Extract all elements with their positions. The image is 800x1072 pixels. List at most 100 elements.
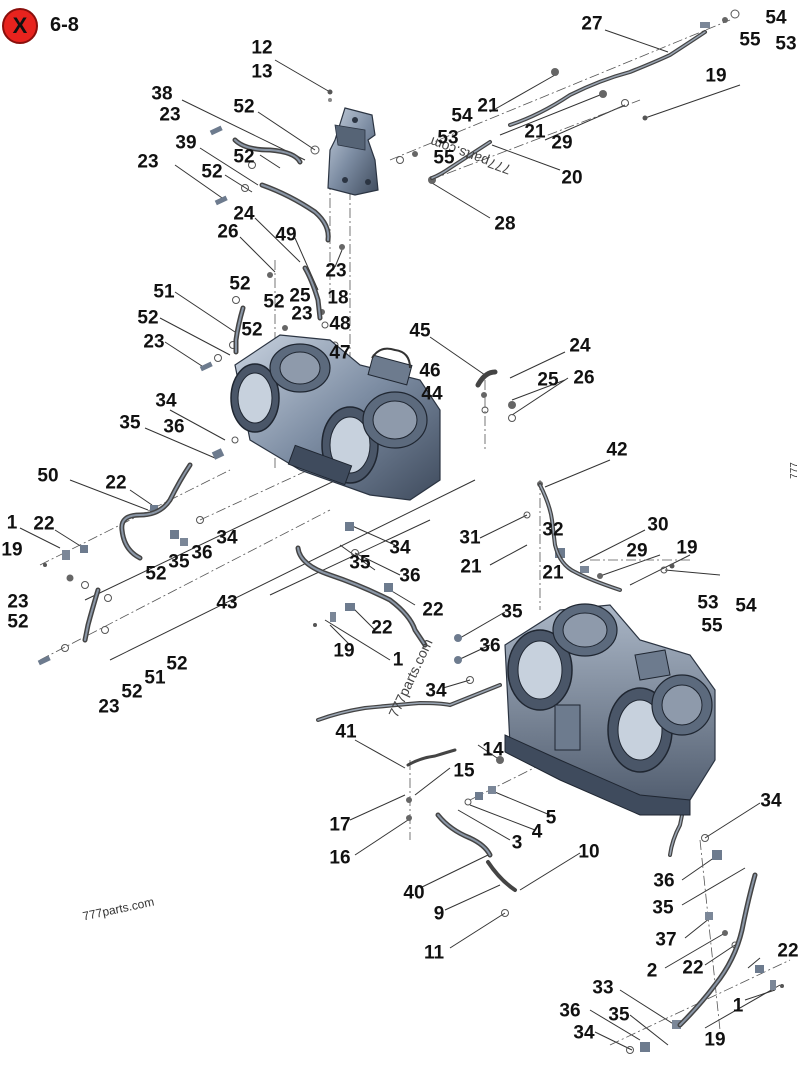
callout-number: 44	[421, 383, 443, 405]
callout-number: 29	[551, 132, 573, 154]
callout-number: 21	[460, 556, 482, 578]
lower-transmission-assembly	[504, 603, 716, 816]
callout-number: 35	[168, 551, 190, 573]
pump-housing	[327, 107, 379, 196]
callout-number: 52	[263, 291, 285, 313]
callout-number: 23	[98, 696, 120, 718]
callout-number: 49	[275, 224, 297, 246]
callout-number: 27	[581, 13, 603, 35]
callout-number: 25	[537, 369, 559, 391]
watermark-edge: 777	[788, 462, 800, 479]
callout-number: 53	[437, 127, 459, 149]
callout-number: 1	[392, 649, 404, 671]
callout-number: 48	[329, 313, 351, 335]
callout-number: 50	[37, 465, 59, 487]
callout-number: 43	[216, 592, 238, 614]
leader-lines	[19, 29, 781, 1051]
callout-number: 16	[329, 847, 351, 869]
callout-number: 52	[229, 273, 251, 295]
callout-number: 35	[349, 552, 371, 574]
callout-number: 53	[775, 33, 797, 55]
callout-number: 15	[453, 760, 475, 782]
callout-number: 4	[531, 821, 543, 843]
callout-number: 25	[289, 285, 311, 307]
callout-number: 11	[423, 942, 445, 964]
callout-number: 24	[569, 335, 591, 357]
callout-number: 35	[652, 897, 674, 919]
callout-number: 31	[459, 527, 481, 549]
close-icon[interactable]: X	[2, 8, 38, 44]
callout-number: 36	[653, 870, 675, 892]
callout-number: 29	[626, 540, 648, 562]
callout-number: 10	[578, 841, 600, 863]
callout-number: 39	[175, 132, 197, 154]
callout-number: 46	[419, 360, 441, 382]
section-badge: X	[2, 8, 42, 44]
callout-number: 18	[327, 287, 349, 309]
callout-number: 52	[166, 653, 188, 675]
callout-number: 55	[739, 29, 761, 51]
callout-number: 3	[511, 832, 523, 854]
callout-number: 26	[217, 221, 239, 243]
callout-number: 36	[559, 1000, 581, 1022]
callout-number: 41	[335, 721, 357, 743]
callout-number: 22	[105, 472, 127, 494]
callout-number: 36	[399, 565, 421, 587]
callout-number: 21	[542, 562, 564, 584]
callout-number: 24	[233, 203, 255, 225]
callout-number: 22	[422, 599, 444, 621]
callout-number: 26	[573, 367, 595, 389]
callout-number: 20	[561, 167, 583, 189]
callout-number: 28	[494, 213, 516, 235]
callout-number: 35	[119, 412, 141, 434]
page-range-label: 6-8	[50, 14, 79, 36]
callout-number: 19	[1, 539, 23, 561]
callout-number: 23	[291, 303, 313, 325]
callout-number: 35	[501, 601, 523, 623]
callout-number: 34	[760, 790, 782, 812]
callout-number: 52	[137, 307, 159, 329]
callout-number: 52	[121, 681, 143, 703]
callout-number: 54	[735, 595, 757, 617]
callout-number: 52	[201, 161, 223, 183]
callout-number: 51	[153, 281, 175, 303]
callout-number: 34	[389, 537, 411, 559]
callout-number: 36	[163, 416, 185, 438]
callout-number: 42	[606, 439, 628, 461]
callout-number: 12	[251, 37, 273, 59]
callout-number: 54	[765, 7, 787, 29]
callout-number: 23	[325, 260, 347, 282]
callout-number: 30	[647, 514, 669, 536]
callout-number: 45	[409, 320, 431, 342]
callout-number: 33	[592, 977, 614, 999]
callout-number: 19	[704, 1029, 726, 1051]
callout-number: 53	[697, 592, 719, 614]
callout-number: 34	[155, 390, 177, 412]
callout-number: 23	[159, 104, 181, 126]
callout-number: 22	[33, 513, 55, 535]
callout-number: 34	[425, 680, 447, 702]
callout-number: 54	[451, 105, 473, 127]
callout-number: 22	[777, 940, 799, 962]
callout-number: 23	[7, 591, 29, 613]
callout-number: 23	[137, 151, 159, 173]
callout-number: 35	[608, 1004, 630, 1026]
callout-number: 36	[479, 635, 501, 657]
callout-number: 34	[573, 1022, 595, 1044]
callout-number: 52	[7, 611, 29, 633]
callout-number: 52	[241, 319, 263, 341]
callout-number: 38	[151, 83, 173, 105]
callout-number: 52	[233, 146, 255, 168]
callout-number: 51	[144, 667, 166, 689]
callout-number: 19	[705, 65, 727, 87]
callout-number: 22	[682, 957, 704, 979]
hoses	[82, 30, 758, 1028]
callout-number: 23	[143, 331, 165, 353]
callout-number: 13	[251, 61, 273, 83]
callout-number: 55	[701, 615, 723, 637]
callout-number: 21	[477, 95, 499, 117]
callout-number: 1	[732, 995, 744, 1017]
callout-number: 17	[329, 814, 351, 836]
